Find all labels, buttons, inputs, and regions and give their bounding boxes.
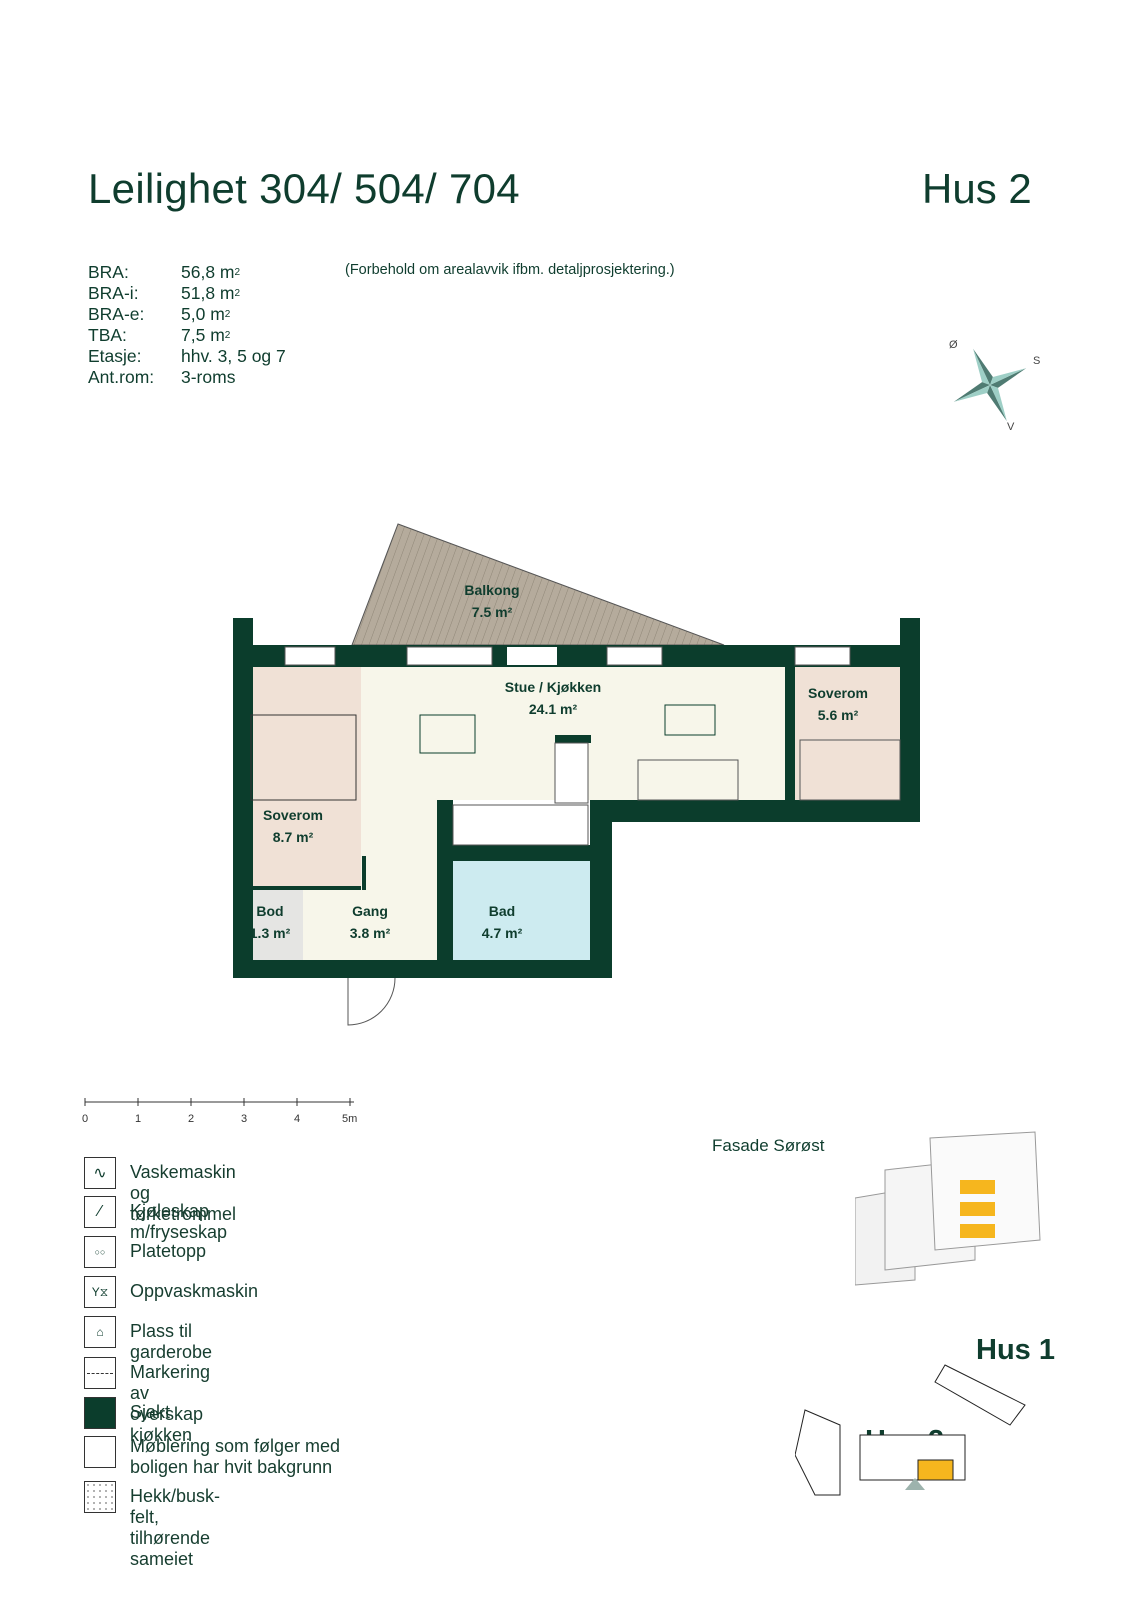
legend-item: Markering av overskap kjøkken — [84, 1357, 210, 1446]
svg-text:1.3 m²: 1.3 m² — [250, 925, 291, 941]
svg-text:Bod: Bod — [256, 903, 283, 919]
svg-text:8.7 m²: 8.7 m² — [273, 829, 314, 845]
svg-text:3.8 m²: 3.8 m² — [350, 925, 391, 941]
svg-text:1: 1 — [135, 1113, 141, 1125]
legend-item: ∿Vaskemaskin og tørketrommel — [84, 1157, 236, 1225]
cooktop-icon: ○○ — [84, 1236, 116, 1268]
balcony — [351, 523, 725, 646]
svg-text:Ø: Ø — [949, 339, 958, 351]
room-bedroom-small — [795, 667, 900, 800]
building-facade-drawing — [855, 1131, 1041, 1286]
site-plan — [795, 1364, 1026, 1496]
svg-text:24.1 m²: 24.1 m² — [529, 701, 578, 717]
legend-item: Y⧖Oppvaskmaskin — [84, 1276, 258, 1308]
hedge-icon — [84, 1481, 116, 1513]
svg-text:2: 2 — [188, 1113, 194, 1125]
site-label-hus1: Hus 1 — [976, 1334, 1055, 1366]
legend-item: Sjakt — [84, 1397, 170, 1429]
svg-text:0: 0 — [82, 1113, 88, 1125]
page-title: Leilighet 304/ 504/ 704 — [88, 165, 520, 212]
floor-plan: Balkong 7.5 m² Stue / Kjøkken 24.1 m² Sove… — [233, 523, 920, 1026]
dishwasher-icon: Y⧖ — [84, 1276, 116, 1308]
building-label: Hus 2 — [922, 165, 1032, 212]
legend-item: Hekk/busk-felt, tilhørende sameiet — [84, 1481, 220, 1570]
svg-text:V: V — [1007, 421, 1015, 433]
facade-label: Fasade Sørøst — [712, 1136, 825, 1155]
room-storage — [253, 890, 303, 960]
svg-text:Soverom: Soverom — [808, 685, 868, 701]
hanger-icon: ⌂ — [84, 1316, 116, 1348]
svg-text:Bad: Bad — [489, 903, 515, 919]
legend-item: ⁄Kjøleskap m/fryseskap — [84, 1196, 227, 1243]
washer-icon: ∿ — [84, 1157, 116, 1189]
room-bedroom-large — [253, 667, 361, 887]
scale-bar: 0 1 2 3 4 5m — [82, 1098, 357, 1125]
legend-item: ⌂Plass til garderobe — [84, 1316, 212, 1363]
svg-text:Stue / Kjøkken: Stue / Kjøkken — [505, 679, 601, 695]
white-box-icon — [84, 1436, 116, 1468]
svg-text:5m: 5m — [342, 1113, 357, 1125]
dashed-line-icon — [84, 1357, 116, 1389]
svg-text:7.5 m²: 7.5 m² — [472, 604, 513, 620]
legend-item: Møblering som følger med boligen har hvi… — [84, 1436, 370, 1478]
svg-text:4: 4 — [294, 1113, 300, 1125]
shaft-icon — [84, 1397, 116, 1429]
disclaimer: (Forbehold om arealavvik ifbm. detaljpro… — [345, 262, 675, 278]
room-bath — [452, 860, 590, 960]
svg-text:Balkong: Balkong — [464, 582, 519, 598]
svg-text:4.7 m²: 4.7 m² — [482, 925, 523, 941]
svg-text:3: 3 — [241, 1113, 247, 1125]
fridge-icon: ⁄ — [84, 1196, 116, 1228]
legend-item: ○○Platetopp — [84, 1236, 206, 1268]
svg-text:Gang: Gang — [352, 903, 388, 919]
svg-text:Soverom: Soverom — [263, 807, 323, 823]
compass-icon: Ø S N V — [949, 339, 1040, 433]
svg-text:S: S — [1033, 355, 1040, 367]
fact-row: Etasje:hhv. 3, 5 og 7 — [88, 346, 286, 366]
fact-row: Ant.rom:3-roms — [88, 367, 236, 387]
svg-text:5.6 m²: 5.6 m² — [818, 707, 859, 723]
